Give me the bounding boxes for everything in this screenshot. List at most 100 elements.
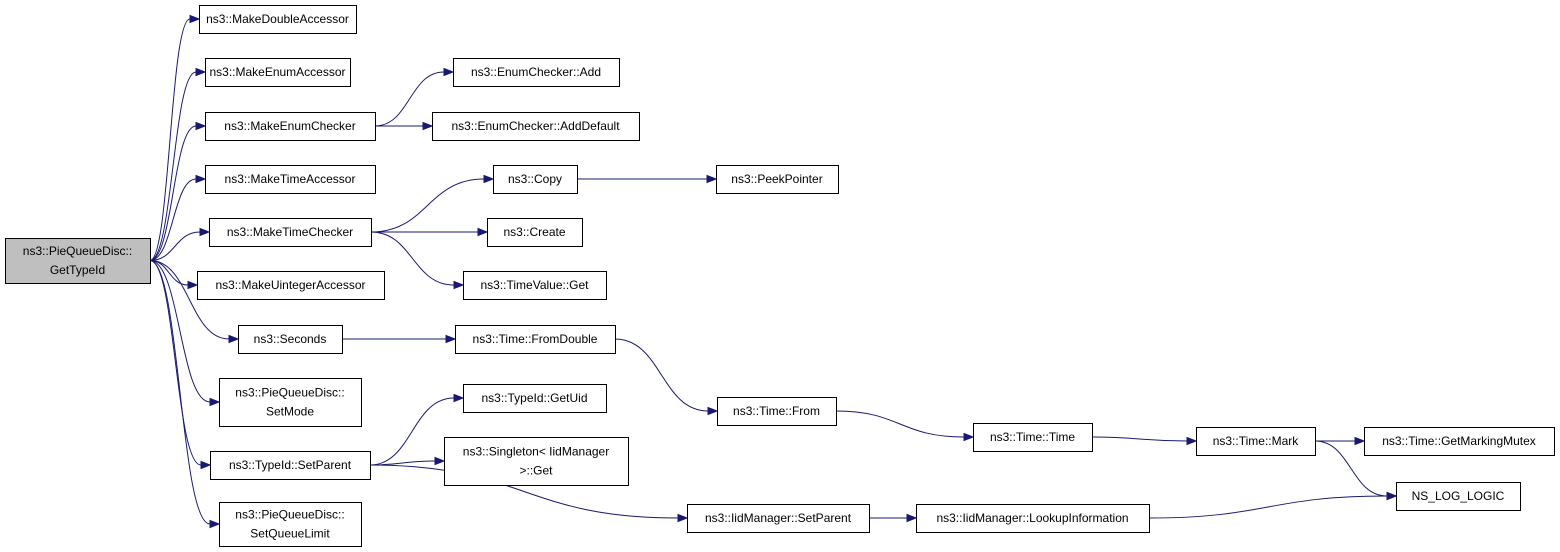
node-timefrom[interactable]: ns3::Time::From: [717, 397, 837, 426]
node-label: ns3::Time::FromDouble: [473, 332, 598, 346]
edge-arrowhead: [906, 513, 918, 523]
node-box: [432, 112, 640, 141]
node-box: [453, 58, 620, 87]
node-box: [205, 58, 351, 87]
node-box: [487, 218, 583, 247]
node-mktimechk[interactable]: ns3::MakeTimeChecker: [209, 218, 372, 247]
edge-timetime-to-timemark: [1091, 436, 1188, 442]
node-lookupinfo[interactable]: ns3::IidManager::LookupInformation: [916, 504, 1150, 533]
node-label: ns3::Create: [503, 225, 565, 239]
node-copy[interactable]: ns3::Copy: [493, 165, 578, 194]
node-mkenumchk[interactable]: ns3::MakeEnumChecker: [205, 112, 376, 141]
edge-timemark-to-nslog: [1314, 440, 1388, 497]
node-timemark[interactable]: ns3::Time::Mark: [1196, 427, 1316, 456]
edge-root-to-mkenumchk: [149, 125, 197, 261]
node-label: ns3::MakeDoubleAccessor: [206, 12, 349, 26]
node-box: [973, 423, 1093, 452]
node-box: [205, 165, 376, 194]
node-setqlimit[interactable]: ns3::PieQueueDisc::SetQueueLimit: [219, 502, 362, 547]
edge-arrowhead: [453, 393, 465, 403]
node-setmode[interactable]: ns3::PieQueueDisc::SetMode: [219, 378, 362, 427]
node-label: ns3::Singleton< IidManager: [463, 445, 609, 459]
edge-arrowhead: [677, 513, 689, 523]
edge-arrowhead: [453, 280, 465, 290]
node-timevalget[interactable]: ns3::TimeValue::Get: [463, 271, 607, 300]
edge-arrowhead: [228, 334, 240, 344]
node-peekptr[interactable]: ns3::PeekPointer: [716, 165, 839, 194]
node-label: ns3::PieQueueDisc::: [235, 508, 344, 522]
edge-arrowhead: [477, 227, 489, 237]
node-box: [199, 5, 357, 34]
node-box: [219, 502, 362, 547]
node-box: [463, 384, 607, 413]
node-label: ns3::Time::Time: [990, 430, 1075, 444]
edge-root-to-mkdbl: [149, 18, 191, 261]
node-timetime[interactable]: ns3::Time::Time: [973, 423, 1093, 452]
node-label: ns3::EnumChecker::Add: [471, 65, 601, 79]
node-box: [463, 271, 607, 300]
node-enumadd[interactable]: ns3::EnumChecker::Add: [453, 58, 620, 87]
node-label: SetMode: [266, 405, 314, 419]
node-box: [1396, 482, 1521, 511]
node-singleton[interactable]: ns3::Singleton< IidManager>::Get: [444, 437, 629, 486]
node-label: ns3::MakeUintegerAccessor: [215, 278, 365, 292]
edge-root-to-mkenumacc: [149, 71, 197, 261]
edge-arrowhead: [200, 460, 212, 470]
edge-arrowhead: [483, 174, 495, 184]
node-label: ns3::PieQueueDisc::: [23, 244, 132, 258]
node-label: ns3::EnumChecker::AddDefault: [451, 119, 620, 133]
node-getmarkmutex[interactable]: ns3::Time::GetMarkingMutex: [1364, 427, 1555, 456]
node-label: ns3::Time::GetMarkingMutex: [1382, 434, 1536, 448]
node-label: ns3::Time::Mark: [1213, 434, 1300, 448]
node-nslog[interactable]: NS_LOG_LOGIC: [1396, 482, 1521, 511]
edge-arrowhead: [199, 227, 211, 237]
node-label: ns3::TypeId::GetUid: [481, 391, 587, 405]
edge-fromdouble-to-timefrom: [614, 338, 709, 412]
node-box: [493, 165, 578, 194]
edge-arrowhead: [422, 121, 434, 131]
node-label: ns3::TypeId::SetParent: [229, 458, 352, 472]
node-box: [209, 218, 372, 247]
edge-arrowhead: [195, 174, 207, 184]
edge-mktimechk-to-timevalget: [370, 231, 455, 286]
edge-arrowhead: [1186, 436, 1198, 446]
edge-arrowhead: [706, 174, 718, 184]
node-mktimeacc[interactable]: ns3::MakeTimeAccessor: [205, 165, 376, 194]
node-box: [210, 451, 371, 480]
node-root[interactable]: ns3::PieQueueDisc::GetTypeId: [5, 238, 151, 284]
edge-arrowhead: [434, 456, 446, 466]
node-tidsetparent[interactable]: ns3::TypeId::SetParent: [210, 451, 371, 480]
node-mkuint[interactable]: ns3::MakeUintegerAccessor: [197, 271, 385, 300]
edge-lookupinfo-to-nslog: [1148, 495, 1388, 519]
node-label: ns3::Seconds: [254, 332, 327, 346]
node-box: [5, 238, 151, 284]
edge-arrowhead: [443, 67, 455, 77]
node-seconds[interactable]: ns3::Seconds: [238, 325, 343, 354]
edge-mktimechk-to-copy: [370, 178, 485, 233]
node-label: ns3::IidManager::SetParent: [705, 511, 852, 525]
edge-root-to-seconds: [149, 260, 230, 340]
edge-arrowhead: [195, 67, 207, 77]
node-label: ns3::Time::From: [733, 404, 820, 418]
node-fromdouble[interactable]: ns3::Time::FromDouble: [455, 325, 616, 354]
node-box: [455, 325, 616, 354]
edge-arrowhead: [209, 519, 221, 529]
node-getuid[interactable]: ns3::TypeId::GetUid: [463, 384, 607, 413]
node-enumadddef[interactable]: ns3::EnumChecker::AddDefault: [432, 112, 640, 141]
node-box: [687, 504, 870, 533]
edge-mkenumchk-to-enumadd: [374, 71, 445, 127]
node-label: ns3::TimeValue::Get: [480, 278, 589, 292]
edge-arrowhead: [963, 432, 975, 442]
node-mkenumacc[interactable]: ns3::MakeEnumAccessor: [205, 58, 351, 87]
node-box: [197, 271, 385, 300]
node-mkdbl[interactable]: ns3::MakeDoubleAccessor: [199, 5, 357, 34]
node-label: ns3::Copy: [508, 172, 562, 186]
edge-root-to-mktimechk: [149, 231, 201, 261]
node-box: [1196, 427, 1316, 456]
node-label: ns3::MakeTimeAccessor: [225, 172, 356, 186]
node-label: GetTypeId: [50, 263, 105, 277]
node-iidsetparent[interactable]: ns3::IidManager::SetParent: [687, 504, 870, 533]
node-create[interactable]: ns3::Create: [487, 218, 583, 247]
